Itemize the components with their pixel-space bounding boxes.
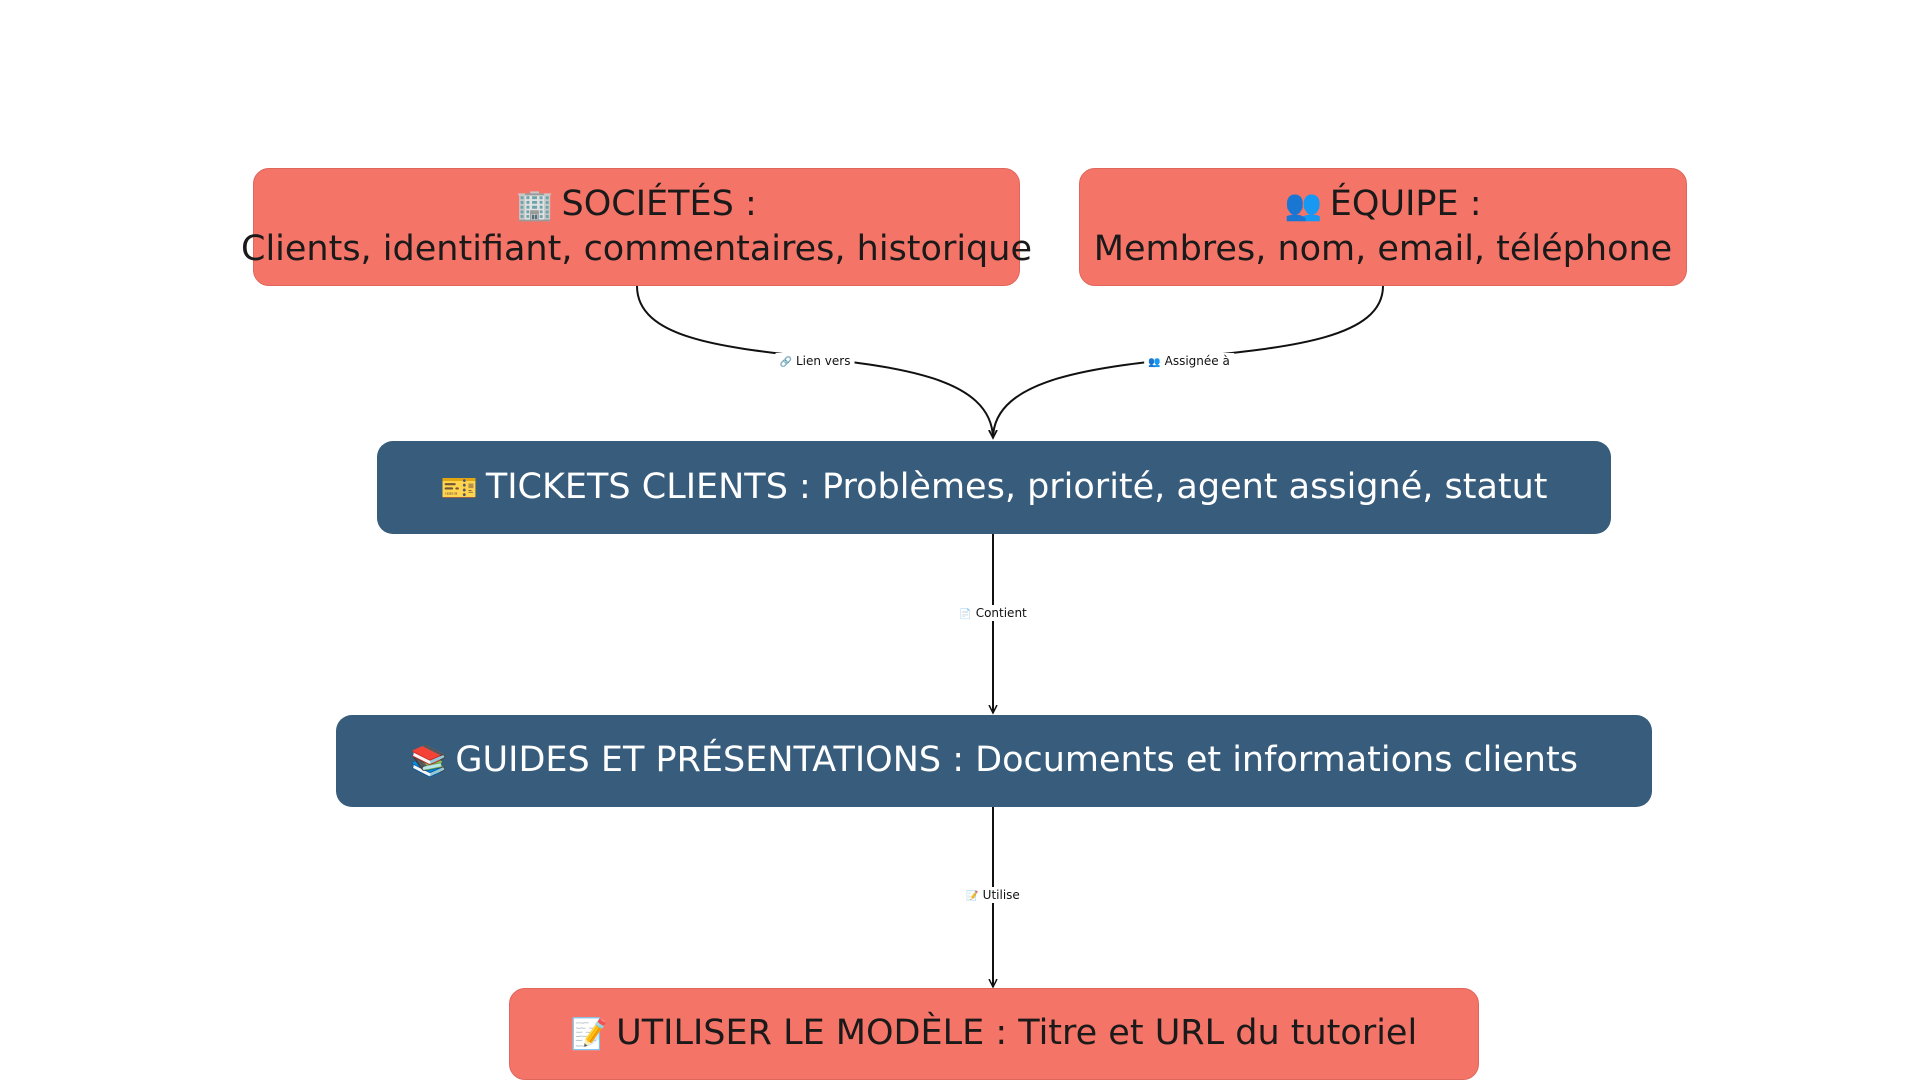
edge-label-assignee-text: Assignée à [1164, 354, 1230, 368]
office-building-icon: 🏢 [516, 187, 554, 223]
node-guides-row: 📚GUIDES ET PRÉSENTATIONS : Documents et … [410, 738, 1578, 784]
node-equipe-title-row: 👥ÉQUIPE : [1284, 182, 1481, 228]
node-equipe-title: ÉQUIPE : [1329, 183, 1482, 224]
edge-label-lien-vers-text: Lien vers [795, 354, 851, 368]
node-equipe-subtitle: Membres, nom, email, téléphone [1093, 229, 1673, 269]
people-icon: 👥 [1284, 187, 1322, 223]
node-equipe[interactable]: 👥ÉQUIPE : Membres, nom, email, téléphone [1079, 168, 1687, 286]
people-icon: 👥 [1148, 357, 1161, 368]
node-guides-text: GUIDES ET PRÉSENTATIONS : Documents et i… [455, 740, 1578, 781]
edge-label-utilise-text: Utilise [982, 888, 1020, 902]
memo-icon: 📝 [966, 891, 979, 902]
books-icon: 📚 [410, 744, 448, 780]
node-modele-text: UTILISER LE MODÈLE : Titre et URL du tut… [616, 1013, 1418, 1054]
node-societes-title: SOCIÉTÉS : [561, 183, 757, 224]
edge-label-contient-text: Contient [975, 606, 1027, 620]
edge-label-assignee: 👥Assignée à [1144, 353, 1234, 369]
node-societes-title-row: 🏢SOCIÉTÉS : [516, 182, 757, 228]
link-icon: 🔗 [779, 357, 792, 368]
node-tickets-row: 🎫TICKETS CLIENTS : Problèmes, priorité, … [440, 465, 1547, 511]
node-societes[interactable]: 🏢SOCIÉTÉS : Clients, identifiant, commen… [241, 168, 1032, 286]
node-guides[interactable]: 📚GUIDES ET PRÉSENTATIONS : Documents et … [336, 715, 1652, 807]
ticket-icon: 🎫 [440, 470, 478, 506]
edge-label-contient: 📄Contient [955, 605, 1031, 621]
memo-icon: 📝 [570, 1017, 609, 1053]
edge-label-lien-vers: 🔗Lien vers [775, 353, 855, 369]
node-tickets[interactable]: 🎫TICKETS CLIENTS : Problèmes, priorité, … [377, 441, 1611, 534]
node-modele-row: 📝UTILISER LE MODÈLE : Titre et URL du tu… [571, 1011, 1417, 1057]
node-modele[interactable]: 📝UTILISER LE MODÈLE : Titre et URL du tu… [509, 988, 1479, 1080]
document-icon: 📄 [959, 609, 972, 620]
node-tickets-text: TICKETS CLIENTS : Problèmes, priorité, a… [485, 466, 1548, 507]
node-societes-subtitle: Clients, identifiant, commentaires, hist… [241, 229, 1032, 269]
edge-label-utilise: 📝Utilise [962, 887, 1024, 903]
